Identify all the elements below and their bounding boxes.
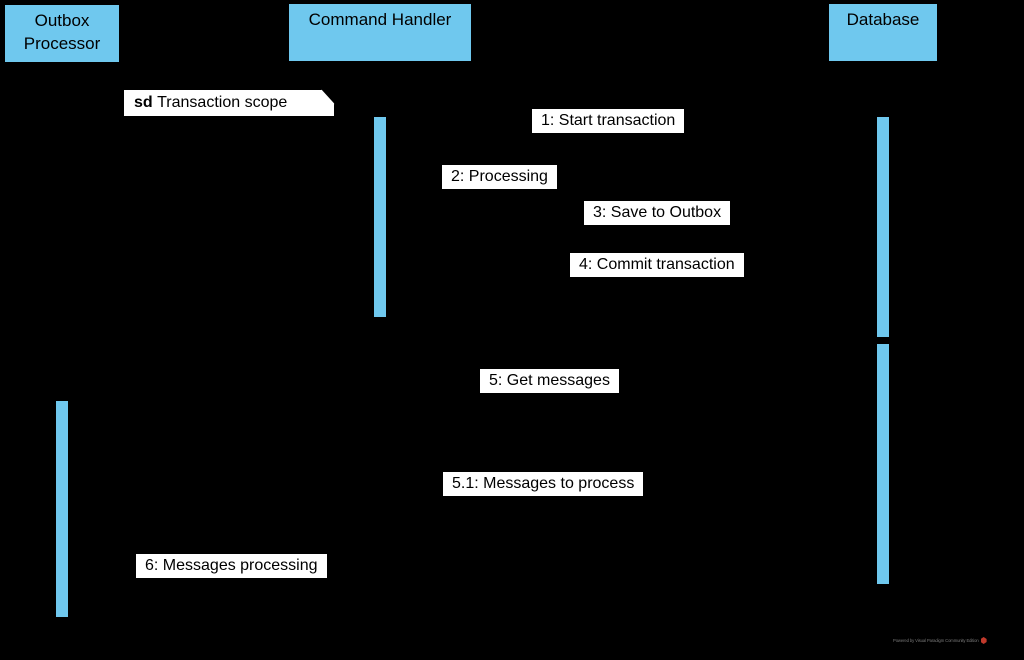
message-line-4 [387, 290, 876, 291]
message-line-5-1 [69, 505, 876, 506]
sd-frame-transaction-scope [123, 89, 883, 330]
activation-command-handler-1 [373, 116, 387, 318]
lifeline-outbox-processor [62, 64, 63, 646]
message-label-5: 5: Get messages [480, 369, 619, 393]
message-label-3: 3: Save to Outbox [584, 201, 731, 225]
message-arrowhead-5-1 [69, 501, 78, 511]
message-line-2 [387, 185, 876, 186]
participant-label-database: Database [846, 10, 920, 29]
activation-database-2 [876, 343, 890, 585]
participant-command-handler[interactable]: Command Handler [287, 2, 473, 63]
message-label-2: 2: Processing [442, 165, 557, 189]
participant-label-command-handler: Command Handler [308, 10, 452, 29]
lifeline-command-handler [380, 63, 381, 646]
message-arrowhead-4 [867, 286, 876, 296]
message-label-6: 6: Messages processing [136, 554, 327, 578]
watermark-text: Powered by Visual Paradigm Community Edi… [893, 637, 979, 643]
message-arrowhead-5 [867, 396, 876, 406]
message-line-3 [387, 238, 876, 239]
sd-frame-title: Transaction scope [157, 94, 288, 111]
participant-label-outbox-processor: Outbox Processor [23, 11, 101, 53]
watermark-diamond-logo-icon [980, 637, 987, 644]
activation-outbox-processor-1 [55, 400, 69, 618]
message-line-6 [69, 585, 189, 586]
message-label-4: 4: Commit transaction [570, 253, 744, 277]
message-arrowhead-2 [387, 181, 396, 191]
message-line-1 [387, 134, 876, 135]
message-label-5-1: 5.1: Messages to process [443, 472, 644, 496]
message-arrowhead-6 [69, 581, 78, 591]
message-label-1: 1: Start transaction [532, 109, 685, 133]
message-arrowhead-3 [867, 234, 876, 244]
participant-database[interactable]: Database [827, 2, 939, 63]
sd-frame-keyword: sd [134, 94, 153, 111]
message-arrowhead-1 [867, 130, 876, 140]
watermark: Powered by Visual Paradigm Community Edi… [893, 637, 987, 644]
message-line-5 [69, 400, 876, 401]
participant-outbox-processor[interactable]: Outbox Processor [3, 3, 121, 64]
activation-database-1 [876, 116, 890, 338]
sd-frame-label: sd Transaction scope [123, 89, 335, 117]
